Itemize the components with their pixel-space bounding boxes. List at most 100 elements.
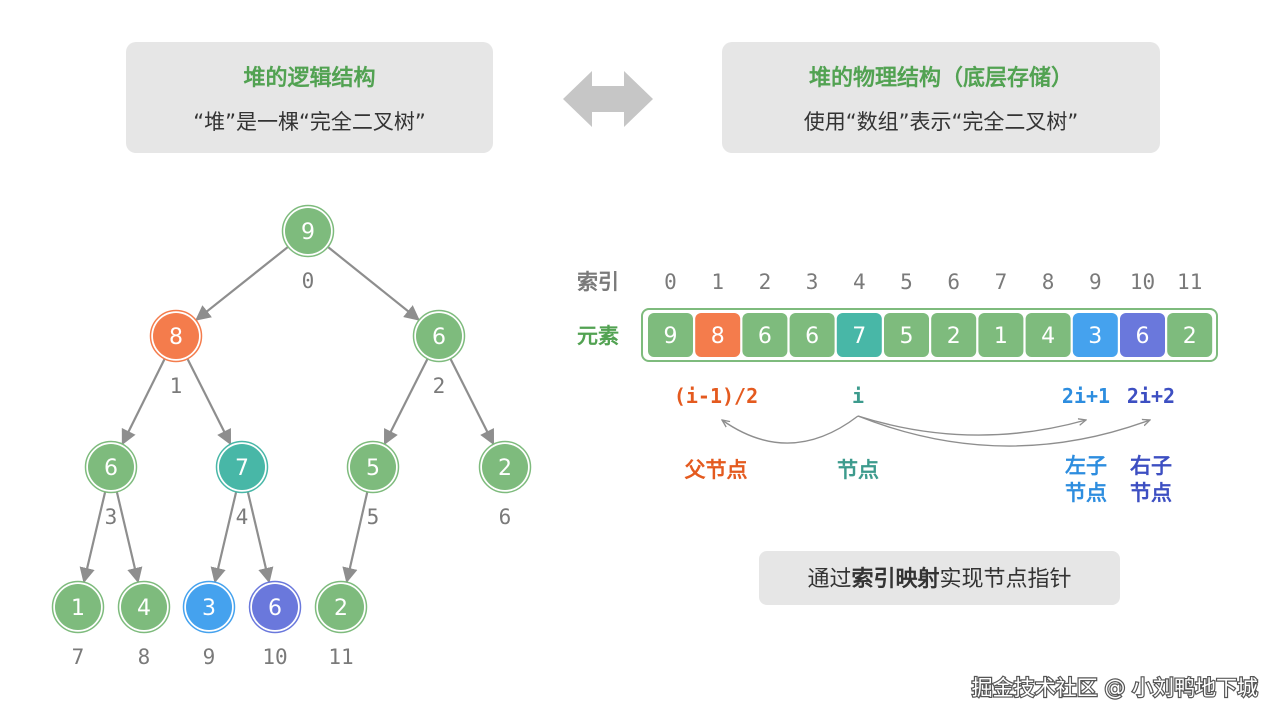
tree-edge-0-2 [326, 245, 420, 321]
tree-node-index: 4 [236, 505, 249, 529]
array-cell-box [742, 313, 788, 357]
array-cell-value: 6 [805, 324, 819, 349]
array-cell-box [648, 313, 693, 357]
physical-structure-panel: 堆的物理结构（底层存储） 使用“数组”表示“完全二叉树” [722, 42, 1160, 153]
array-cell-value: 6 [758, 324, 772, 349]
array-cell: 8 [695, 313, 741, 357]
array-cell: 4 [1025, 313, 1071, 357]
tree-node: 17 [51, 580, 105, 669]
array-cell: 5 [884, 313, 929, 357]
tree-node-circle [55, 584, 101, 630]
physical-structure-title: 堆的物理结构（底层存储） [809, 65, 1073, 91]
array-cell-box [1025, 313, 1071, 357]
tree-node: 48 [117, 580, 171, 669]
tree-node: 63 [84, 440, 138, 529]
tree-node-index: 11 [328, 645, 353, 669]
array-cell-value: 4 [1041, 324, 1055, 349]
array-index-label: 11 [1177, 270, 1202, 294]
parent-role-label: 父节点 [685, 458, 748, 482]
tree-node-value: 6 [104, 456, 118, 481]
array-cell-value: 2 [947, 324, 961, 349]
double-arrow-icon [563, 71, 653, 127]
array-index-label: 4 [853, 270, 866, 294]
tree-edge-3-8 [115, 491, 143, 584]
parent-index-formula: (i-1)/2 [674, 384, 758, 408]
node-roles: 父节点 节点 左子 节点 右子 节点 [685, 454, 1173, 505]
tree-node-index: 10 [262, 645, 287, 669]
mapping-note-bold: 索引映射 [851, 566, 939, 592]
tree-node: 26 [478, 440, 532, 529]
tree-node-value: 8 [169, 325, 183, 350]
array-index-label: 7 [995, 270, 1008, 294]
parent-mapping-arc [722, 415, 859, 444]
tree-node-value: 1 [71, 596, 85, 621]
array-cell-box [695, 313, 741, 357]
mapping-note-prefix: 通过 [807, 567, 851, 592]
array-cell: 9 [648, 313, 693, 357]
tree-edge-5-11 [342, 491, 369, 584]
array-cell-value: 8 [711, 324, 725, 349]
tree-node-circle [318, 584, 364, 630]
left-child-mapping-arc [857, 415, 1086, 436]
array-cell-box [884, 313, 929, 357]
tree-edges [79, 245, 495, 584]
tree-node: 55 [346, 440, 400, 529]
right-child-index-formula: 2i+2 [1127, 384, 1175, 408]
index-formulas: (i-1)/2 i 2i+1 2i+2 [674, 384, 1175, 408]
logical-structure-subtitle: “堆”是一棵“完全二叉树” [193, 110, 426, 134]
array-index-label: 9 [1089, 270, 1102, 294]
right-child-role-label-line2: 节点 [1130, 481, 1172, 505]
array-cell-value: 2 [1183, 324, 1197, 349]
tree-node-index: 8 [138, 645, 151, 669]
array-cell: 3 [1072, 313, 1118, 357]
tree-node-circle [186, 584, 232, 630]
tree-node-value: 5 [366, 456, 380, 481]
tree-edge-4-9 [210, 491, 238, 584]
physical-structure-subtitle: 使用“数组”表示“完全二叉树” [804, 110, 1079, 134]
tree-node-circle [416, 313, 462, 359]
right-child-mapping-arc [857, 415, 1150, 447]
watermark: 掘金技术社区 @ 小刘鸭地下城 [972, 676, 1258, 700]
tree-edge-1-3 [121, 357, 166, 446]
tree-node: 62 [412, 309, 466, 398]
array-cell-box [978, 313, 1024, 357]
tree-node: 39 [182, 580, 236, 669]
array-index-label: 8 [1042, 270, 1055, 294]
tree-node-index: 0 [302, 269, 315, 293]
left-child-role-label-line2: 节点 [1065, 481, 1107, 505]
tree-edge-4-10 [246, 491, 274, 584]
array-index-label: 3 [806, 270, 819, 294]
mapping-note: 通过索引映射实现节点指针 [759, 551, 1120, 605]
array-index-label: 1 [711, 270, 724, 294]
tree-node-circle [88, 444, 134, 490]
mapping-note-text: 通过索引映射实现节点指针 [807, 566, 1071, 592]
array-cell-value: 1 [994, 324, 1008, 349]
right-child-role-label-line1: 右子 [1130, 454, 1172, 478]
logical-structure-title: 堆的逻辑结构 [243, 65, 375, 91]
tree-node-value: 2 [334, 596, 348, 621]
tree-node: 81 [149, 309, 203, 398]
array-cell-box [1167, 313, 1213, 357]
array-cell-value: 6 [1136, 324, 1150, 349]
tree-node-value: 2 [498, 456, 512, 481]
tree-node-circle [350, 444, 396, 490]
array-index-label: 2 [759, 270, 772, 294]
array-index-label: 0 [664, 270, 677, 294]
tree-node: 610 [248, 580, 302, 669]
tree-edge-1-4 [186, 357, 232, 446]
array-cell-value: 7 [852, 324, 866, 349]
array-cell-value: 5 [900, 324, 914, 349]
tree-edge-3-7 [79, 491, 107, 584]
current-role-label: 节点 [837, 458, 879, 482]
tree-node-value: 9 [301, 220, 315, 245]
tree-node-circle [153, 313, 199, 359]
mapping-note-suffix: 实现节点指针 [940, 567, 1072, 592]
tree-node-index: 9 [203, 645, 216, 669]
tree-node-circle [219, 444, 265, 490]
index-row-label: 索引 [577, 270, 619, 294]
